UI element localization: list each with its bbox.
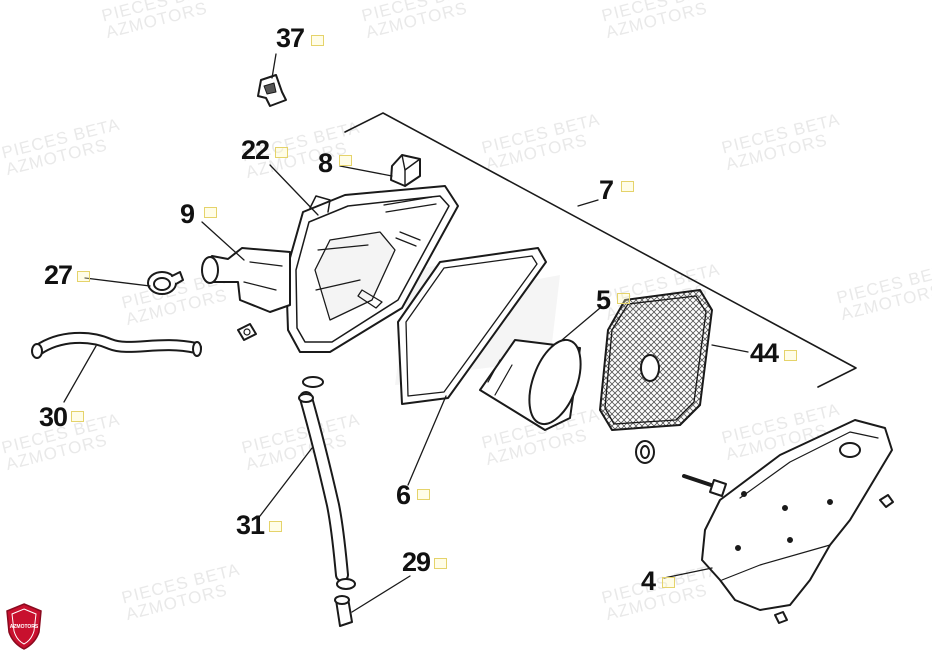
part-4-side-cover — [701, 419, 893, 611]
part-6-gasket — [397, 247, 547, 405]
part-22-airbox — [285, 185, 459, 353]
part-marker-30 — [71, 411, 84, 422]
part-bolt-long — [682, 474, 727, 497]
part-label-5[interactable]: 5 — [596, 285, 611, 315]
part-label-8[interactable]: 8 — [318, 148, 333, 178]
part-label-31[interactable]: 31 — [236, 510, 265, 540]
part-8-plug — [390, 154, 421, 187]
svg-text:AZMOTORS: AZMOTORS — [10, 624, 39, 630]
part-marker-29 — [434, 558, 447, 569]
part-label-44[interactable]: 44 — [750, 338, 779, 368]
part-5-filter — [479, 338, 582, 431]
part-screw — [774, 494, 894, 624]
part-label-30[interactable]: 30 — [39, 402, 68, 432]
part-marker-31 — [269, 521, 282, 532]
part-37-clip — [257, 74, 287, 107]
part-marker-5 — [617, 293, 630, 304]
part-marker-4 — [662, 577, 675, 588]
part-marker-8 — [339, 155, 352, 166]
part-marker-6 — [417, 489, 430, 500]
part-label-9[interactable]: 9 — [180, 199, 195, 229]
part-marker-7 — [621, 181, 634, 192]
part-marker-44 — [784, 350, 797, 361]
part-label-27[interactable]: 27 — [44, 260, 73, 290]
part-label-6[interactable]: 6 — [396, 480, 411, 510]
part-label-4[interactable]: 4 — [641, 566, 656, 596]
part-oring — [635, 440, 655, 464]
part-9-elbow — [201, 247, 291, 313]
assembly-bracket-line — [344, 112, 857, 388]
part-30-hose — [31, 331, 202, 359]
part-label-22[interactable]: 22 — [241, 135, 270, 165]
leader-lines — [63, 53, 749, 613]
part-label-7[interactable]: 7 — [599, 175, 614, 205]
part-31-drain-tube — [298, 376, 349, 582]
part-bolt-small — [237, 323, 257, 341]
part-label-29[interactable]: 29 — [402, 547, 431, 577]
azmotors-logo: AZMOTORS — [6, 603, 42, 650]
part-marker-37 — [311, 35, 324, 46]
part-marker-27 — [77, 271, 90, 282]
part-29-plug — [334, 578, 356, 627]
part-marker-22 — [275, 147, 288, 158]
part-27-clamp — [147, 271, 184, 295]
part-44-filter-cage — [599, 289, 713, 431]
part-label-37[interactable]: 37 — [276, 23, 305, 53]
part-marker-9 — [204, 207, 217, 218]
